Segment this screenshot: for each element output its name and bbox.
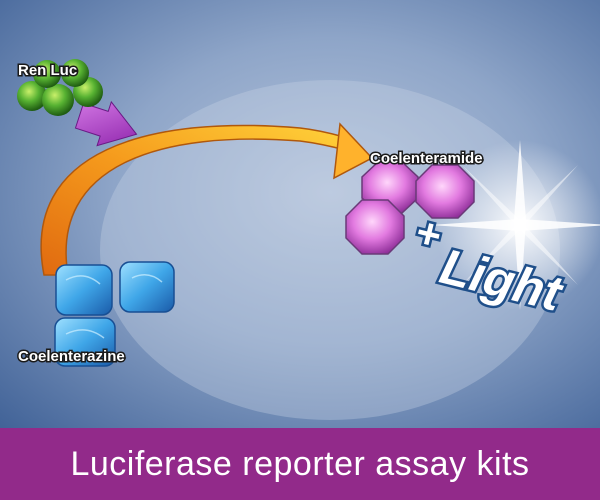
coelenteramide-product (345, 161, 475, 255)
reaction-diagram: Ren Luc Coelenterazine Coelenteramide + … (0, 0, 600, 428)
ren-luc-label: Ren Luc (18, 62, 77, 79)
light-flare (430, 140, 600, 310)
coelenterazine-label: Coelenterazine (18, 348, 125, 365)
coelenterazine-substrate (54, 261, 175, 367)
ren-luc-enzyme (17, 59, 103, 116)
reaction-arrow (40, 122, 374, 276)
banner: Luciferase reporter assay kits (0, 428, 600, 500)
banner-title: Luciferase reporter assay kits (70, 444, 530, 483)
coelenteramide-label: Coelenteramide (370, 150, 483, 167)
small-arrow (74, 100, 138, 147)
